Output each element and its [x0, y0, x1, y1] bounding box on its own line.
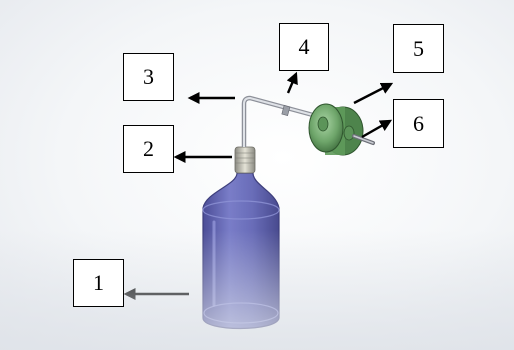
filter-inlet-port: [317, 116, 329, 132]
filter-holder: [308, 103, 375, 156]
bottle-cap: [234, 146, 256, 174]
label-3: 3: [123, 53, 174, 101]
tube-fitting: [281, 104, 291, 116]
bottle-body: [202, 172, 280, 330]
label-1: 1: [73, 259, 124, 307]
arrow-5: [353, 82, 394, 105]
bottle-base-rim: [203, 302, 279, 324]
bottle-shoulder-rim: [202, 200, 280, 220]
arrow-6: [361, 119, 393, 139]
bottle: [202, 172, 280, 330]
label-5: 5: [393, 24, 444, 73]
arrow-4: [286, 71, 298, 94]
tube: [241, 95, 325, 147]
label-2: 2: [123, 125, 174, 173]
filter-outlet-port: [343, 125, 355, 141]
label-6: 6: [393, 99, 444, 148]
cap-body: [234, 146, 256, 174]
pointer-arrows: [123, 71, 394, 300]
label-4: 4: [279, 23, 329, 71]
